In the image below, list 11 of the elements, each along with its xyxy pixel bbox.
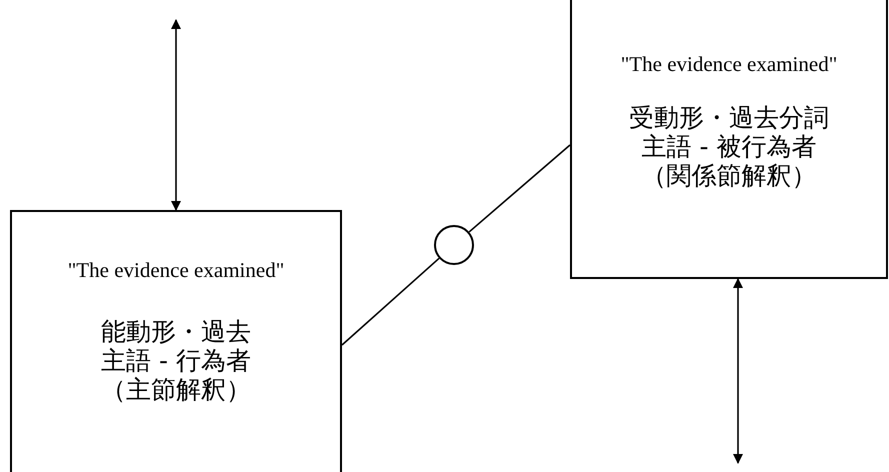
double-arrow: [733, 278, 743, 464]
text-box: [570, 0, 888, 279]
double-arrow: [171, 19, 181, 211]
description-text: 受動形・過去分詞主語 - 被行為者（関係節解釈）: [628, 103, 830, 190]
connector-line: [341, 258, 440, 346]
quote-text: "The evidence examined": [620, 52, 838, 77]
description-text: 能動形・過去主語 - 行為者（主節解釈）: [100, 317, 252, 404]
circle: [434, 225, 474, 265]
text-box: [10, 210, 342, 472]
quote-text: "The evidence examined": [68, 258, 284, 283]
connector-line: [468, 144, 571, 233]
